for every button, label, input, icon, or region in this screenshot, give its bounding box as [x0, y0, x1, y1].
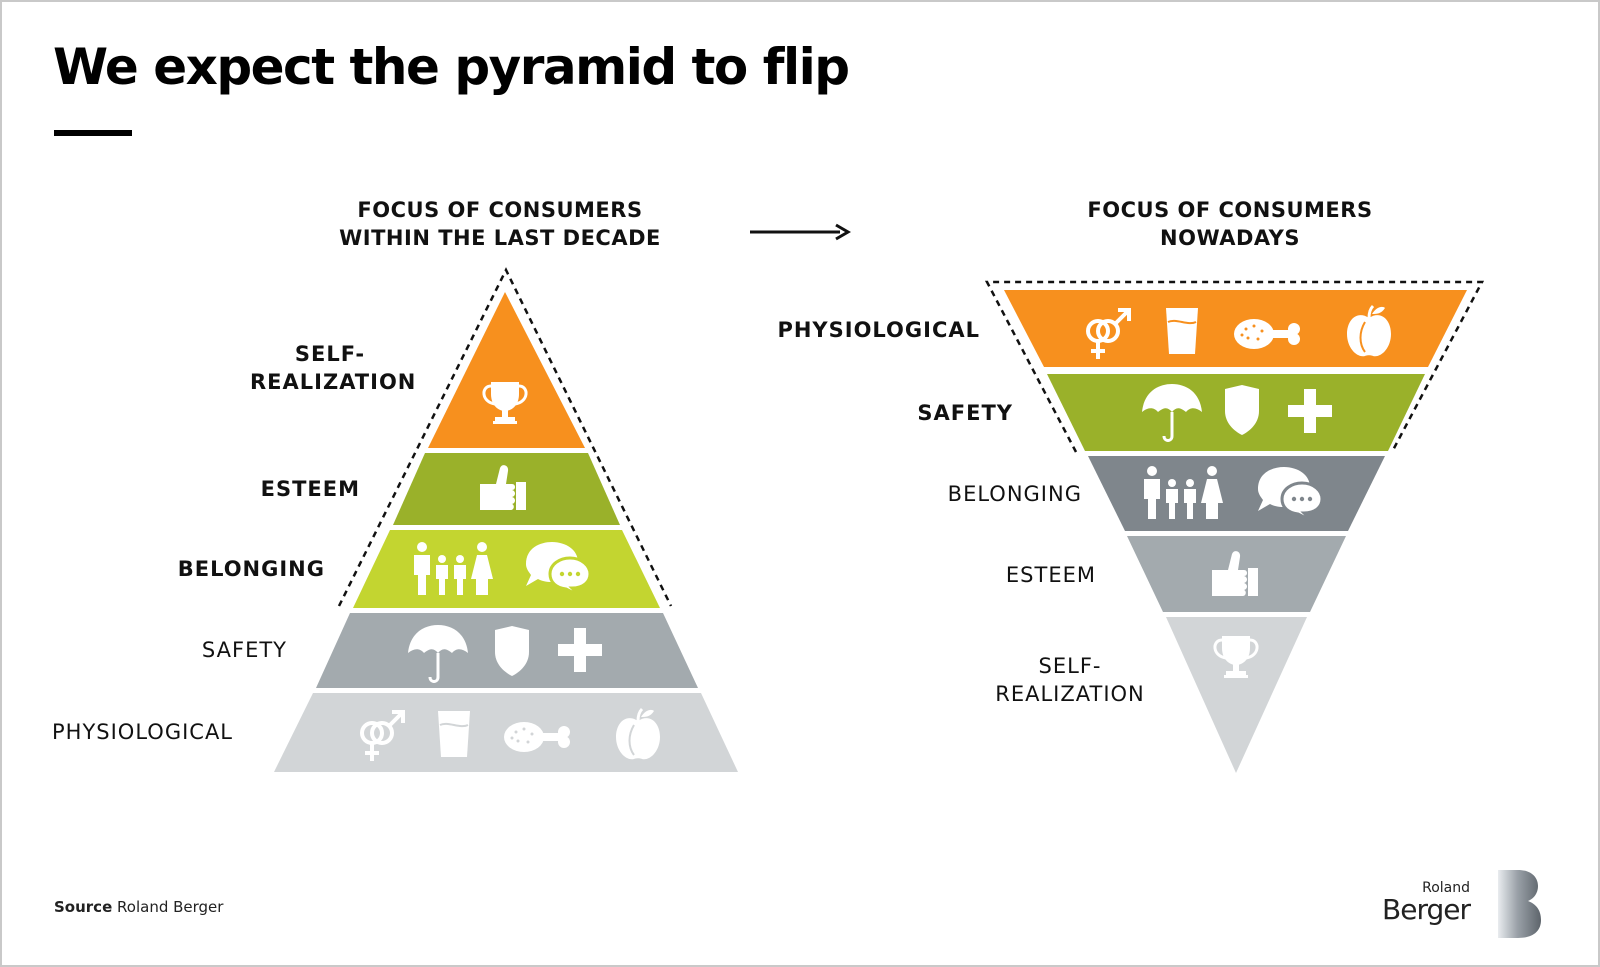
- source-value: Roland Berger: [117, 898, 224, 916]
- slide-title: We expect the pyramid to flip: [53, 38, 850, 96]
- left-label-esteem: ESTEEM: [260, 477, 360, 501]
- left-label-belonging: BELONGING: [177, 557, 325, 581]
- roland-berger-logo: Roland Berger: [1382, 866, 1542, 946]
- left-pyramid: [274, 267, 738, 772]
- left-column-heading: FOCUS OF CONSUMERS WITHIN THE LAST DECAD…: [339, 198, 661, 250]
- source-label: Source: [54, 898, 113, 916]
- right-label-physiological: PHYSIOLOGICAL: [777, 318, 980, 342]
- right-label-safety: SAFETY: [917, 401, 1013, 425]
- glass-icon: [1165, 307, 1199, 355]
- right-level-belonging: [1088, 456, 1385, 531]
- right-column-heading: FOCUS OF CONSUMERS NOWADAYS: [1087, 198, 1373, 250]
- logo-line-1: Roland: [1422, 880, 1470, 896]
- title-underline: [54, 130, 132, 136]
- left-level-belonging: [353, 530, 660, 608]
- source-note: Source Roland Berger: [54, 898, 223, 916]
- right-label-esteem: ESTEEM: [1005, 563, 1096, 587]
- left-dashed-outline: [337, 267, 673, 607]
- logo-line-2: Berger: [1382, 893, 1471, 926]
- left-label-physiological: PHYSIOLOGICAL: [52, 720, 234, 744]
- right-dashed-outline: [984, 280, 1485, 453]
- right-pyramid: [984, 280, 1485, 773]
- left-level-self-realization: [428, 292, 585, 448]
- logo-b-mark: [1498, 870, 1541, 938]
- flip-arrow: [750, 223, 851, 241]
- left-label-safety: SAFETY: [201, 638, 287, 662]
- right-level-self-realization: [1166, 617, 1307, 773]
- right-label-self-realization: SELF- REALIZATION: [995, 654, 1145, 706]
- glass-icon: [437, 710, 471, 758]
- right-label-belonging: BELONGING: [947, 482, 1082, 506]
- left-label-self-realization: SELF- REALIZATION: [250, 342, 417, 394]
